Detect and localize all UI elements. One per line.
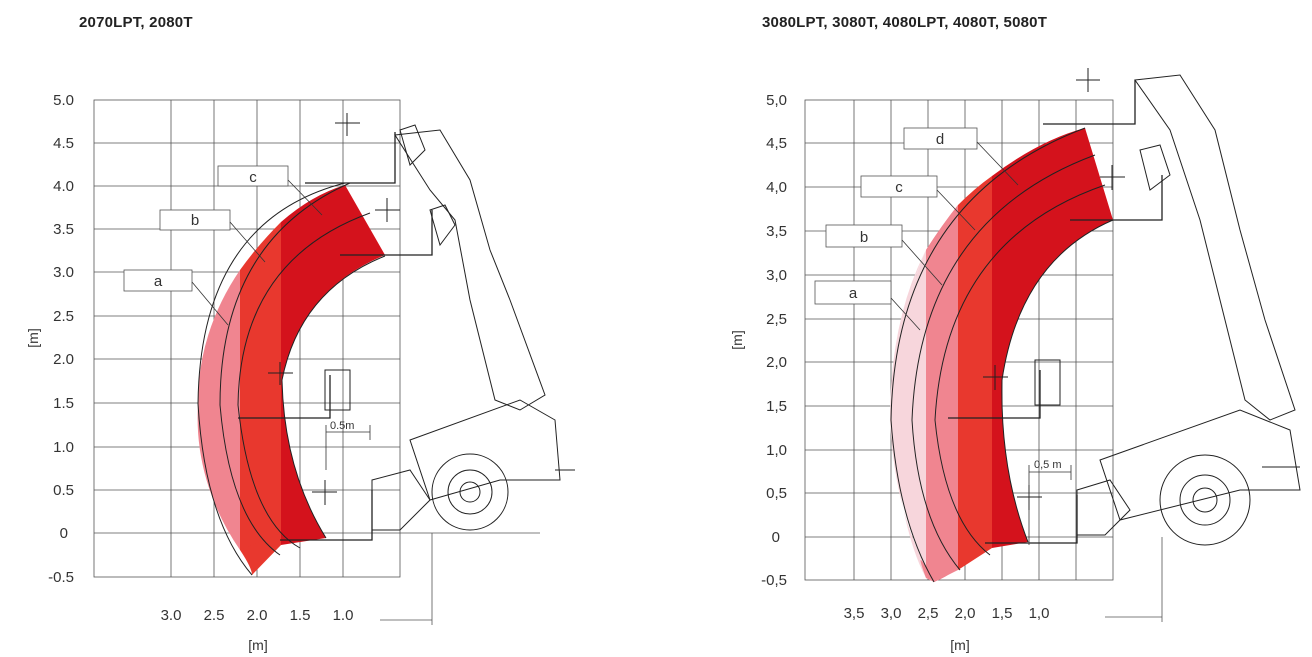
svg-text:4,0: 4,0 (766, 179, 787, 196)
svg-text:2.0: 2.0 (247, 607, 268, 624)
svg-text:2.0: 2.0 (53, 351, 74, 368)
svg-text:1,0: 1,0 (766, 442, 787, 459)
svg-text:1,5: 1,5 (992, 605, 1013, 622)
svg-text:1,5: 1,5 (766, 398, 787, 415)
svg-text:0.5: 0.5 (53, 482, 74, 499)
diagram-title-right: 3080LPT, 3080T, 4080LPT, 4080T, 5080T (762, 14, 1048, 31)
x-unit-right: [m] (950, 637, 969, 653)
svg-text:2,5: 2,5 (918, 605, 939, 622)
svg-text:3,0: 3,0 (766, 267, 787, 284)
svg-text:3.0: 3.0 (161, 607, 182, 624)
diagram-right: 0,5 m d c b a 5,0 4,5 4,0 3,5 3,0 2,5 2,… (729, 68, 1301, 653)
svg-text:3.5: 3.5 (53, 221, 74, 238)
svg-text:4.5: 4.5 (53, 135, 74, 152)
zone-label-a-left: a (154, 273, 163, 290)
svg-text:1,0: 1,0 (1029, 605, 1050, 622)
x-ticks-left: 3.0 2.5 2.0 1.5 1.0 (161, 607, 354, 624)
svg-text:2.5: 2.5 (53, 308, 74, 325)
scale-label-right: 0,5 m (1034, 459, 1062, 471)
svg-text:0: 0 (60, 525, 68, 542)
zone-c-right (958, 176, 992, 570)
svg-text:1.0: 1.0 (333, 607, 354, 624)
grid-left (93, 99, 540, 625)
svg-text:3,0: 3,0 (881, 605, 902, 622)
svg-text:1.5: 1.5 (53, 395, 74, 412)
zone-a-left (197, 270, 240, 550)
svg-text:0: 0 (772, 529, 780, 546)
svg-text:5,0: 5,0 (766, 92, 787, 109)
zone-b-left (240, 222, 281, 550)
svg-text:4.0: 4.0 (53, 178, 74, 195)
x-unit-left: [m] (248, 637, 267, 653)
svg-text:1.5: 1.5 (290, 607, 311, 624)
zone-label-b-left: b (191, 212, 199, 229)
forks-right (948, 80, 1163, 544)
x-ticks-right: 3,5 3,0 2,5 2,0 1,5 1,0 (844, 605, 1050, 622)
zone-label-b-right: b (860, 229, 868, 246)
scale-label-left: 0.5m (330, 420, 354, 432)
svg-text:5.0: 5.0 (53, 92, 74, 109)
diagram-left: 0.5m c b a 5.0 4.5 4.0 3.5 3.0 2.5 2.0 1… (25, 92, 575, 653)
y-unit-right: [m] (729, 330, 745, 349)
zone-label-d-right: d (936, 131, 944, 148)
zone-labels-left: c b a (123, 165, 323, 326)
telehandler-right (983, 68, 1301, 546)
svg-text:1.0: 1.0 (53, 439, 74, 456)
zone-b-left-bottom (240, 533, 281, 575)
zone-c-left (281, 185, 385, 545)
svg-text:2.5: 2.5 (204, 607, 225, 624)
zone-labels-right: d c b a (814, 127, 1019, 331)
svg-text:2,0: 2,0 (766, 354, 787, 371)
y-ticks-left: 5.0 4.5 4.0 3.5 3.0 2.5 2.0 1.5 1.0 0.5 … (48, 92, 74, 586)
zone-label-c-left: c (249, 169, 257, 186)
scale-bar-left (325, 425, 371, 470)
zone-b-right-main (926, 205, 958, 582)
svg-text:0,5: 0,5 (766, 485, 787, 502)
y-ticks-right: 5,0 4,5 4,0 3,5 3,0 2,5 2,0 1,5 1,0 0,5 … (761, 92, 787, 589)
zone-label-c-right: c (895, 179, 903, 196)
svg-text:3,5: 3,5 (844, 605, 865, 622)
svg-text:3.0: 3.0 (53, 264, 74, 281)
svg-text:-0,5: -0,5 (761, 572, 787, 589)
svg-text:-0.5: -0.5 (48, 569, 74, 586)
zone-label-a-right: a (849, 285, 858, 302)
diagram-title-left: 2070LPT, 2080T (79, 14, 193, 31)
svg-text:2,5: 2,5 (766, 311, 787, 328)
y-unit-left: [m] (25, 328, 41, 347)
zone-d-right (992, 128, 1113, 548)
reach-arcs-right (890, 127, 1114, 583)
svg-text:3,5: 3,5 (766, 223, 787, 240)
zone-a-right (890, 250, 935, 582)
svg-text:2,0: 2,0 (955, 605, 976, 622)
telehandler-left (268, 113, 575, 531)
scale-bar-right (1028, 465, 1072, 545)
reach-arcs-left (197, 182, 386, 576)
svg-text:4,5: 4,5 (766, 135, 787, 152)
